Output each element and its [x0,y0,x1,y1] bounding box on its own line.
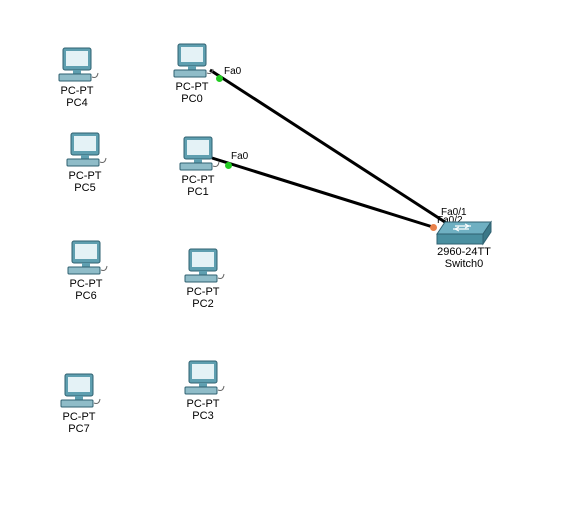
pc0-port-status-dot [216,75,223,82]
pc6-name-label: PC6 [75,290,97,302]
pc-icon [184,248,225,283]
pc3-device[interactable]: PC-PT PC3 [173,360,233,422]
pc-icon [60,373,101,408]
pc4-type-label: PC-PT [60,85,94,97]
pc7-type-label: PC-PT [62,411,96,423]
pc2-device[interactable]: PC-PT PC2 [173,248,233,310]
pc-icon [67,240,108,275]
pc3-name-label: PC3 [192,410,214,422]
switch0-name-label: Switch0 [444,258,484,270]
pc1-port-status-dot [225,162,232,169]
link-pc0-switch0[interactable] [209,68,449,226]
pc4-name-label: PC4 [66,97,88,109]
pc1-port-label: Fa0 [231,151,249,162]
switch-port-status-dot [430,224,437,231]
pc7-name-label: PC7 [68,423,90,435]
pc0-port-label: Fa0 [224,66,242,77]
pc2-name-label: PC2 [192,298,214,310]
pc3-type-label: PC-PT [186,398,220,410]
pc1-name-label: PC1 [187,186,209,198]
pc5-type-label: PC-PT [68,170,102,182]
switch-port-fa02-label: Fa0/2 [437,215,463,226]
pc6-device[interactable]: PC-PT PC6 [56,240,116,302]
pc2-type-label: PC-PT [186,286,220,298]
pc6-type-label: PC-PT [69,278,103,290]
switch-port-fa01-label: Fa0/1 [441,207,467,218]
pc-icon [184,360,225,395]
pc-icon [179,136,220,171]
pc-icon [173,43,214,78]
link-pc1-switch0[interactable] [211,156,437,230]
switch-icon [436,220,492,246]
pc1-type-label: PC-PT [181,174,215,186]
pc0-name-label: PC0 [181,93,203,105]
pc1-device[interactable]: PC-PT PC1 [168,136,228,198]
pc0-device[interactable]: PC-PT PC0 [162,43,222,105]
pc-icon [66,132,107,167]
switch0-device[interactable]: 2960-24TT Switch0 [424,220,504,270]
pc4-device[interactable]: PC-PT PC4 [47,47,107,109]
pc7-device[interactable]: PC-PT PC7 [49,373,109,435]
pc5-device[interactable]: PC-PT PC5 [55,132,115,194]
pc0-type-label: PC-PT [175,81,209,93]
pc-icon [58,47,99,82]
switch0-type-label: 2960-24TT [437,246,491,258]
pc5-name-label: PC5 [74,182,96,194]
